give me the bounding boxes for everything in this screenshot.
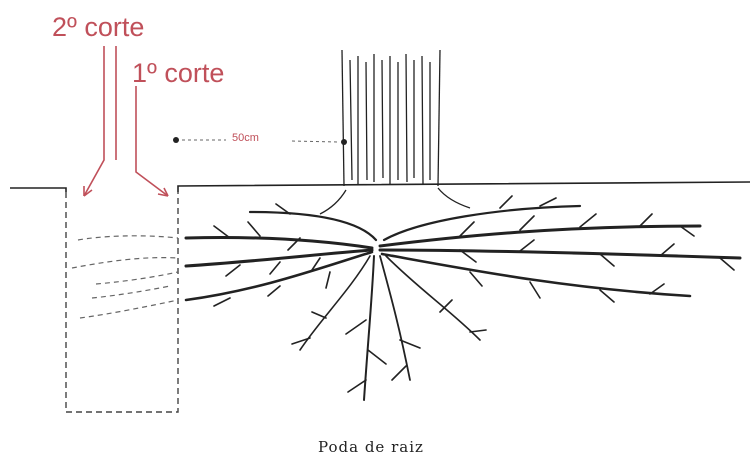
second-cut-label: 2º corte: [52, 12, 145, 42]
figure-caption: Poda de raiz: [318, 438, 424, 456]
first-cut-arrow: [135, 86, 169, 197]
second-cut-arrow: [83, 46, 117, 197]
root-system: [184, 195, 742, 401]
tree-trunk: [319, 49, 471, 215]
distance-label: 50cm: [232, 132, 259, 144]
cut-root-traces: [71, 235, 179, 319]
trench-outline: [65, 192, 179, 413]
ground-line: [10, 181, 751, 192]
distance-marker: [173, 137, 347, 145]
first-cut-label: 1º corte: [132, 58, 225, 88]
